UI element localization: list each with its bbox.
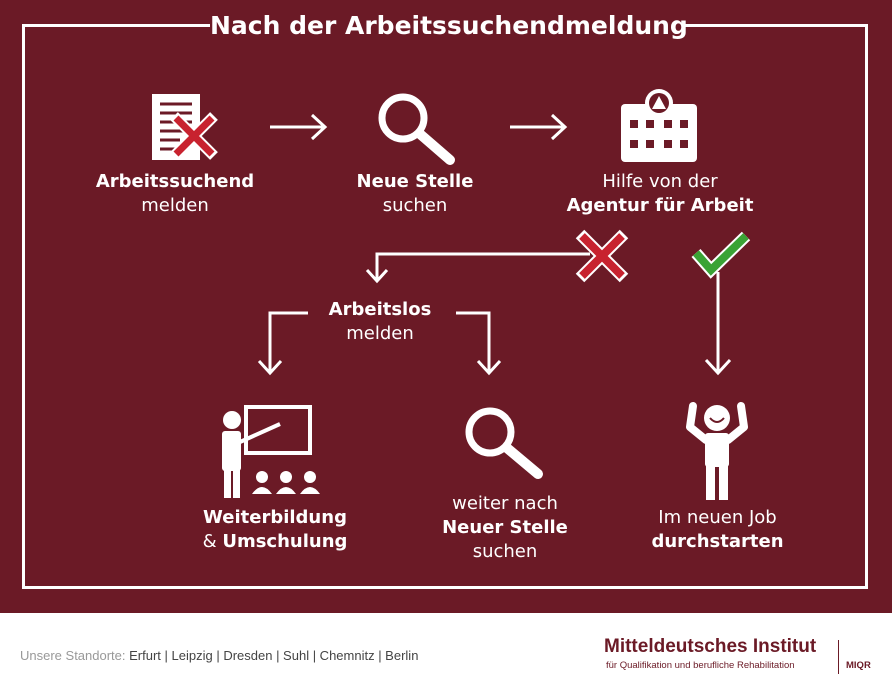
magnifier-icon	[378, 93, 455, 165]
node-search: Neue Stelle suchen	[330, 170, 500, 218]
success-connector	[704, 272, 732, 376]
agency-building-icon	[621, 89, 697, 162]
cheering-person-icon	[686, 402, 748, 500]
arrow-right-2	[510, 113, 568, 141]
locations-list: Erfurt | Leipzig | Dresden | Suhl | Chem…	[129, 648, 419, 663]
node-agency-line2: Agentur für Arbeit	[566, 195, 754, 216]
brand-subtitle: für Qualifikation und berufliche Rehabil…	[606, 660, 795, 671]
brand-logo: Mitteldeutsches Institut für Qualifikati…	[604, 636, 874, 676]
document-x-icon	[152, 94, 218, 160]
node-register-line2: melden	[141, 195, 209, 216]
node-training: Weiterbildung & Umschulung	[180, 506, 370, 554]
node-new-job-line1: Im neuen Job	[658, 507, 777, 528]
node-register-line1: Arbeitssuchend	[95, 171, 255, 192]
branch-right	[456, 311, 502, 376]
infographic-panel: Nach der Arbeitssuchendmeldung Arbeitssu…	[0, 0, 892, 613]
green-check-icon	[691, 231, 751, 279]
node-search-again: weiter nach Neuer Stelle suchen	[420, 492, 590, 564]
diagram-title: Nach der Arbeitssuchendmeldung	[210, 6, 688, 46]
node-search-line1: Neue Stelle	[356, 171, 474, 192]
flow-diagram	[152, 89, 751, 500]
arrow-right-1	[270, 113, 328, 141]
footer-locations: Unsere Standorte: Erfurt | Leipzig | Dre…	[20, 648, 418, 663]
node-register: Arbeitssuchend melden	[80, 170, 270, 218]
magnifier-icon	[465, 407, 543, 479]
node-training-prefix: &	[202, 531, 223, 552]
teacher-class-icon	[222, 405, 320, 498]
node-agency-line1: Hilfe von der	[602, 171, 718, 192]
red-x-icon	[575, 229, 629, 283]
node-search-again-line3: suchen	[472, 541, 538, 562]
node-unemployed-line2: melden	[346, 323, 414, 344]
node-search-again-line2: Neuer Stelle	[442, 517, 568, 538]
brand-divider	[838, 640, 839, 674]
fail-connector	[365, 252, 590, 284]
node-search-line2: suchen	[382, 195, 448, 216]
node-unemployed-line1: Arbeitslos	[328, 299, 432, 320]
brand-name: Mitteldeutsches Institut	[604, 636, 817, 657]
brand-abbr: MIQR	[846, 660, 871, 671]
branch-left	[257, 311, 308, 376]
node-new-job: Im neuen Job durchstarten	[630, 506, 805, 554]
node-training-line2: Umschulung	[222, 531, 348, 552]
node-new-job-line2: durchstarten	[651, 531, 784, 552]
locations-label: Unsere Standorte:	[20, 648, 126, 663]
node-training-line1: Weiterbildung	[203, 507, 347, 528]
node-agency: Hilfe von der Agentur für Arbeit	[550, 170, 770, 218]
node-unemployed: Arbeitslos melden	[310, 298, 450, 346]
node-search-again-line1: weiter nach	[452, 493, 558, 514]
